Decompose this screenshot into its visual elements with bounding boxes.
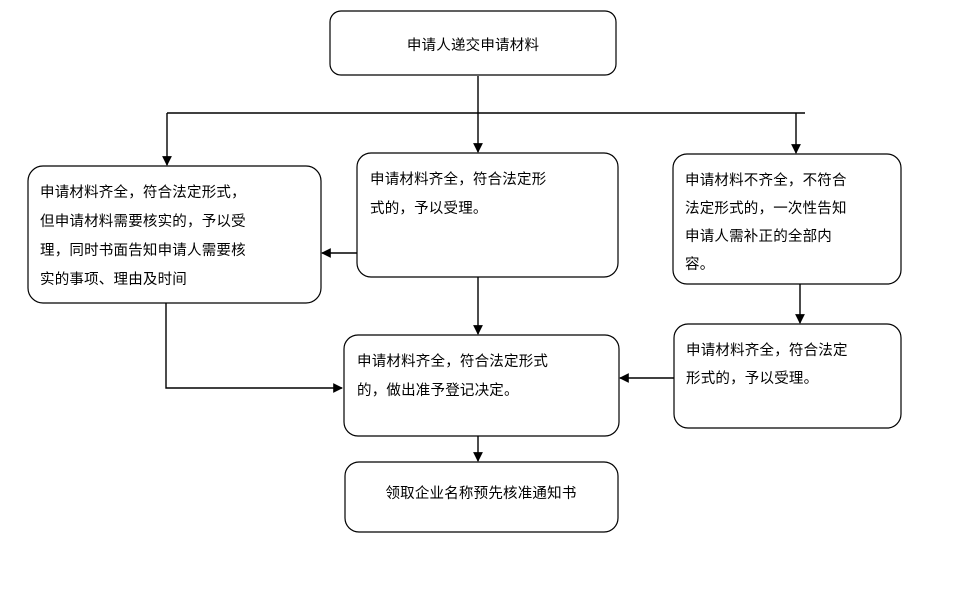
accept-application-line-1: 申请材料齐全，符合法定形 [370,170,547,188]
accept-with-verification-line-1: 申请材料齐全，符合法定形式， [40,183,246,201]
approve-registration-line-1: 申请材料齐全，符合法定形式 [357,352,548,370]
incomplete-materials-box[interactable] [672,153,902,285]
accept-application-box[interactable] [356,152,619,278]
accept-with-verification-line-4: 实的事项、理由及时间 [40,271,187,288]
submit-application-label: 申请人递交申请材料 [407,36,539,54]
accept-after-correction-line-2: 形式的，予以受理。 [686,370,818,387]
accept-with-verification-box[interactable] [27,165,322,304]
approve-registration-node[interactable]: 申请材料齐全，符合法定形式 的，做出准予登记决定。 [343,334,620,437]
accept-with-verification-line-2: 但申请材料需要核实的，予以受 [40,213,246,230]
accept-application-line-2: 式的，予以受理。 [370,200,488,217]
incomplete-materials-line-1: 申请材料不齐全，不符合 [685,171,847,189]
accept-with-verification-line-3: 理，同时书面告知申请人需要核 [40,242,246,259]
accept-application-node[interactable]: 申请材料齐全，符合法定形 式的，予以受理。 [356,152,619,278]
accept-after-correction-node[interactable]: 申请材料齐全，符合法定 形式的，予以受理。 [673,323,902,429]
receive-notice-box[interactable] [344,461,619,533]
approve-registration-line-2: 的，做出准予登记决定。 [357,382,519,399]
incomplete-materials-node[interactable]: 申请材料不齐全，不符合 法定形式的，一次性告知 申请人需补正的全部内 容。 [672,153,902,285]
submit-application-box[interactable] [329,10,617,76]
edge-verify-needed-to-approve [165,303,343,393]
incomplete-materials-line-2: 法定形式的，一次性告知 [685,200,847,217]
accept-after-correction-box[interactable] [673,323,902,429]
accept-with-verification-node[interactable]: 申请材料齐全，符合法定形式， 但申请材料需要核实的，予以受 理，同时书面告知申请… [27,165,322,304]
connector-layer [162,76,805,462]
accept-after-correction-line-1: 申请材料齐全，符合法定 [686,341,848,359]
incomplete-materials-line-3: 申请人需补正的全部内 [685,227,832,245]
receive-notice-node[interactable]: 领取企业名称预先核准通知书 [344,461,619,533]
approve-registration-box[interactable] [343,334,620,437]
submit-application-node[interactable]: 申请人递交申请材料 [329,10,617,76]
incomplete-materials-line-4: 容。 [685,256,714,273]
receive-notice-label: 领取企业名称预先核准通知书 [385,484,576,502]
